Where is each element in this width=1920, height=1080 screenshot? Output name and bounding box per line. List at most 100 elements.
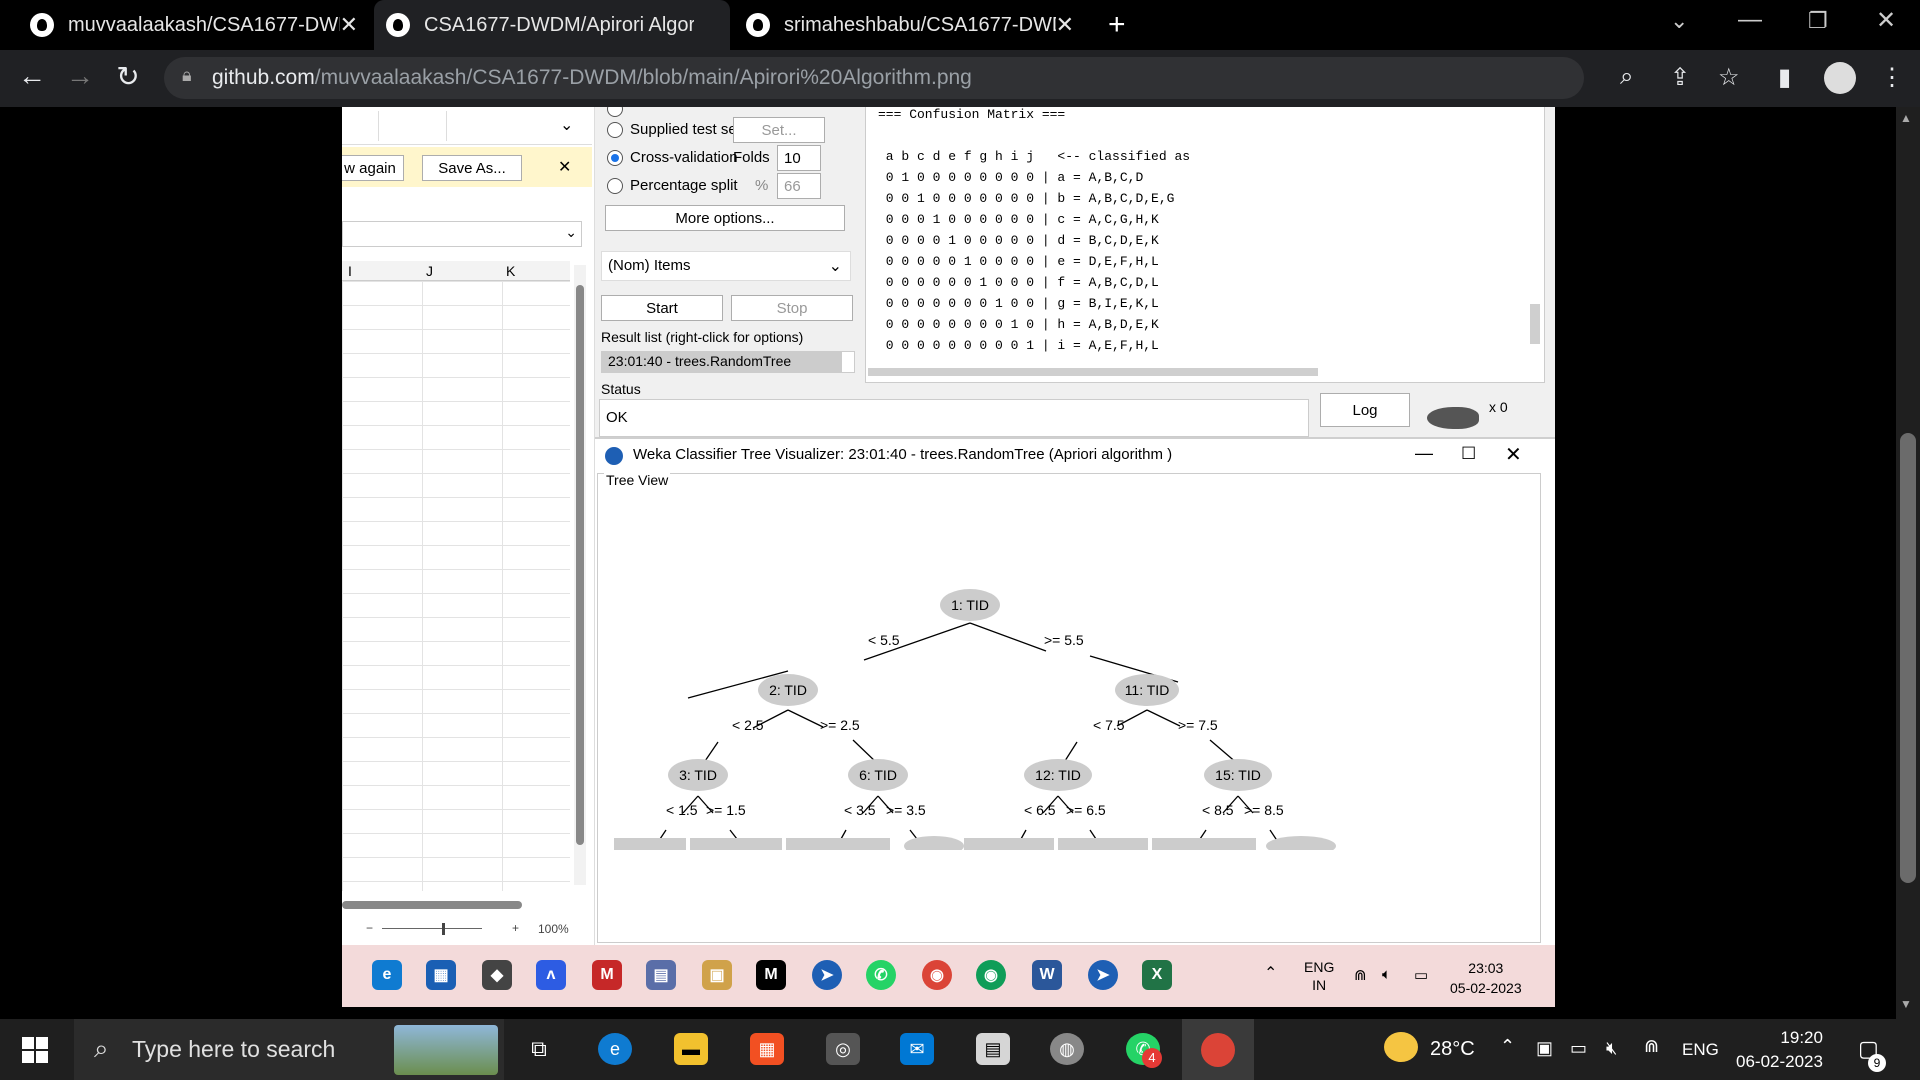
supplied-test-set-label: Supplied test set (630, 121, 741, 138)
taskbar-search[interactable]: ⌕ Type here to search (74, 1019, 504, 1080)
browser-tab-1[interactable]: muvvaalaakash/CSA1677-DWDM ✕ (18, 0, 370, 50)
inner-language[interactable]: ENG IN (1304, 958, 1334, 994)
edge-icon[interactable]: e (598, 1033, 632, 1065)
close-tab-icon[interactable]: ✕ (339, 12, 358, 37)
output-horizontal-scrollbar[interactable] (868, 368, 1318, 376)
tree-node[interactable]: 12: TID (1024, 759, 1092, 791)
tree-node[interactable]: 2: TID (758, 674, 818, 706)
excel-horizontal-scrollbar[interactable] (342, 901, 522, 909)
page-scrollbar[interactable]: ▲ ▼ (1896, 107, 1920, 1019)
language-indicator[interactable]: ENG (1682, 1040, 1719, 1059)
minimize-icon[interactable]: — (1415, 443, 1433, 463)
reload-icon[interactable]: ↻ (116, 61, 140, 92)
weka-active-icon[interactable]: ➤ (1088, 960, 1118, 990)
temperature[interactable]: 28°C (1430, 1038, 1475, 1060)
side-panel-icon[interactable]: ▮ (1778, 64, 1792, 91)
weather-icon[interactable] (1384, 1032, 1418, 1062)
chevron-down-icon[interactable]: ⌄ (560, 117, 574, 134)
excel-vertical-scrollbar[interactable] (574, 265, 586, 885)
mail-m-icon[interactable]: M (756, 960, 786, 990)
chrome-icon[interactable]: ◉ (922, 960, 952, 990)
store-icon[interactable]: ▦ (426, 960, 456, 990)
close-icon[interactable]: ✕ (558, 159, 572, 176)
supplied-test-set-radio[interactable] (607, 122, 623, 138)
bookmark-star-icon[interactable]: ☆ (1718, 64, 1740, 91)
start-button[interactable]: Start (601, 295, 723, 321)
system-clock[interactable]: 19:20 06-02-2023 (1736, 1026, 1823, 1074)
close-icon[interactable]: ✕ (1505, 444, 1522, 466)
excel-icon[interactable]: X (1142, 960, 1172, 990)
mute-icon[interactable]: 🔇︎ (1606, 1038, 1618, 1058)
folds-input[interactable]: 10 (777, 145, 821, 171)
close-tab-icon[interactable]: ✕ (1055, 12, 1074, 37)
forward-icon[interactable]: → (66, 60, 94, 91)
chrome-profile-icon[interactable]: ◉ (976, 960, 1006, 990)
percentage-split-radio[interactable] (607, 178, 623, 194)
page-scrollbar-thumb[interactable] (1900, 433, 1916, 883)
more-options-button[interactable]: More options... (605, 205, 845, 231)
zoom-slider[interactable] (442, 923, 445, 935)
share-icon[interactable]: ⇪ (1670, 64, 1691, 91)
excel-grid[interactable] (342, 281, 570, 891)
column-header: I (348, 263, 352, 279)
browser-tab-2[interactable]: CSA1677-DWDM/Apirori Algorith (374, 0, 730, 50)
tree-node[interactable]: 6: TID (848, 759, 908, 791)
new-tab-icon[interactable]: + (1108, 8, 1126, 41)
address-bar[interactable]: 🔒︎ github.com/muvvaalaakash/CSA1677-DWDM… (164, 57, 1584, 99)
document-icon[interactable]: ▤ (976, 1033, 1010, 1065)
mail-icon[interactable]: ✉ (900, 1033, 934, 1065)
maximize-icon[interactable]: ☐ (1461, 444, 1477, 463)
globe-icon[interactable]: ◍ (1050, 1033, 1084, 1065)
mcafee-icon[interactable]: M (592, 960, 622, 990)
tab-search-icon[interactable]: ⌄ (1670, 8, 1689, 33)
visual-studio-icon[interactable]: ʌ (536, 960, 566, 990)
windows-start-icon[interactable] (22, 1037, 48, 1063)
tree-view-panel[interactable]: Tree View (597, 472, 1541, 943)
weka-icon[interactable]: ➤ (812, 960, 842, 990)
tree-node[interactable]: 1: TID (940, 589, 1000, 621)
battery-icon[interactable]: ▭ (1570, 1038, 1588, 1058)
wifi-icon[interactable]: ⋒ (1644, 1036, 1660, 1056)
set-button[interactable]: Set... (733, 117, 825, 143)
classifier-output[interactable]: === Confusion Matrix === a b c d e f g h… (865, 107, 1545, 383)
wifi-icon[interactable]: ⋒ (1354, 967, 1367, 984)
stop-button[interactable]: Stop (731, 295, 853, 321)
close-window-icon[interactable]: ✕ (1876, 7, 1897, 34)
volume-icon[interactable]: 🔈︎ (1382, 966, 1392, 983)
excel-save-as-button[interactable]: Save As... (422, 155, 522, 181)
excel-formula-bar[interactable]: ⌄ (342, 221, 582, 247)
tree-node[interactable]: 15: TID (1204, 759, 1272, 791)
chrome-taskbar-slot[interactable] (1182, 1019, 1254, 1080)
excel-again-button[interactable]: w again (342, 155, 404, 181)
meet-icon[interactable]: ▣ (1536, 1038, 1554, 1058)
restore-icon[interactable]: ❐ (1808, 8, 1828, 33)
tree-node[interactable]: 11: TID (1115, 674, 1179, 706)
menu-icon[interactable]: ⋮ (1880, 64, 1904, 91)
app-icon[interactable]: ◆ (482, 960, 512, 990)
back-icon[interactable]: ← (18, 60, 46, 91)
output-vertical-scrollbar[interactable] (1530, 304, 1540, 344)
profile-avatar[interactable] (1824, 62, 1856, 94)
edge-icon[interactable]: e (372, 960, 402, 990)
whatsapp-icon[interactable]: ✆ (866, 960, 896, 990)
camera-icon[interactable]: ◎ (826, 1033, 860, 1065)
cross-validation-radio[interactable] (607, 150, 623, 166)
inner-clock[interactable]: 23:03 05-02-2023 (1450, 958, 1522, 998)
browser-tab-3[interactable]: srimaheshbabu/CSA1677-DWDM ✕ (734, 0, 1086, 50)
chevron-up-icon[interactable]: ⌃ (1264, 965, 1278, 982)
task-view-icon[interactable]: ⧉ (531, 1036, 547, 1061)
battery-icon[interactable]: ▭ (1414, 967, 1429, 984)
zoom-icon[interactable]: ⌕ (1620, 63, 1634, 90)
percent-input[interactable]: 66 (777, 173, 821, 199)
minimize-icon[interactable]: — (1738, 6, 1762, 33)
file-icon[interactable]: ▣ (702, 960, 732, 990)
microsoft-store-icon[interactable]: ▦ (750, 1033, 784, 1065)
file-explorer-icon[interactable]: ▬ (674, 1033, 708, 1065)
computer-icon[interactable]: ▤ (646, 960, 676, 990)
word-icon[interactable]: W (1032, 960, 1062, 990)
log-button[interactable]: Log (1320, 393, 1410, 427)
class-select[interactable]: (Nom) Items ⌄ (601, 251, 851, 281)
chevron-up-icon[interactable]: ⌃ (1500, 1036, 1516, 1056)
tree-node[interactable]: 3: TID (668, 759, 728, 791)
result-list-item[interactable]: 23:01:40 - trees.RandomTree (602, 352, 842, 372)
